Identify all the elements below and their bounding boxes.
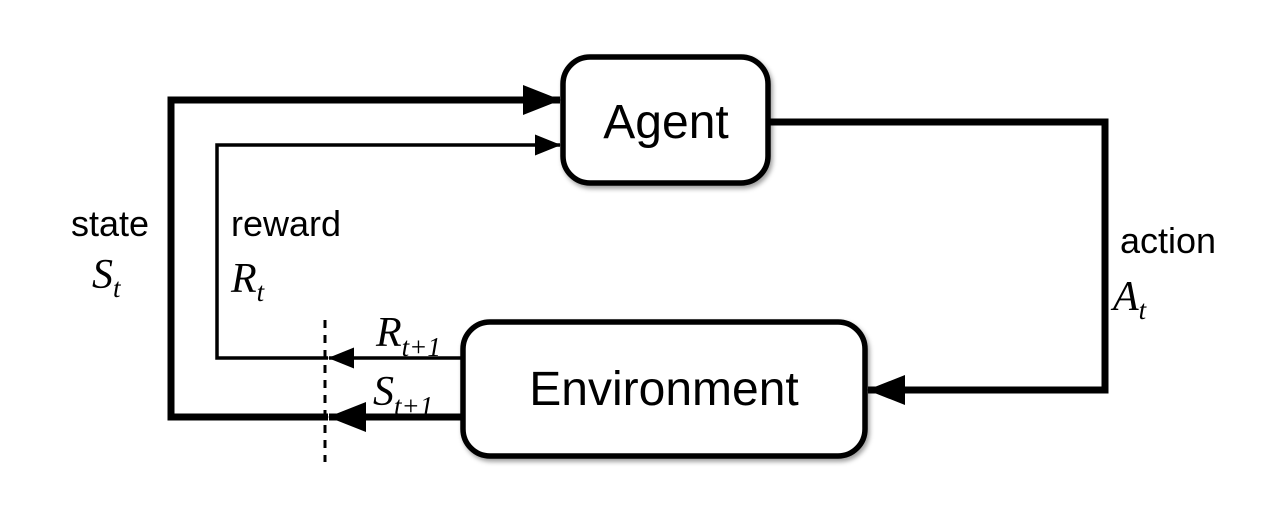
- reward-loop-arrow: [215, 134, 561, 360]
- reward-symbol: R: [230, 256, 257, 302]
- next-reward-symbol: R: [375, 310, 402, 356]
- next-state-symbol: S: [373, 369, 394, 415]
- next-reward-label: Rt+1: [375, 310, 441, 362]
- reward-subscript: t: [257, 277, 266, 307]
- state-subscript: t: [113, 273, 122, 303]
- agent-node: [560, 54, 771, 186]
- node-boxes: [460, 54, 868, 459]
- next-reward-subscript: t+1: [402, 332, 441, 362]
- reward-word-label: reward: [231, 203, 341, 244]
- next-state-label: St+1: [373, 369, 433, 421]
- action-symbol-label: At: [1110, 274, 1148, 325]
- action-subscript: t: [1139, 295, 1148, 325]
- action-symbol: A: [1110, 274, 1139, 320]
- state-word-label: state: [71, 203, 149, 244]
- connector-lines: [167, 85, 1109, 462]
- state-symbol-label: St: [92, 252, 122, 303]
- reward-symbol-label: Rt: [230, 256, 266, 307]
- diagram-labels: Agent Environment state St reward Rt act…: [71, 96, 1216, 421]
- agent-label: Agent: [603, 96, 728, 149]
- environment-label: Environment: [529, 363, 798, 416]
- environment-node: [460, 319, 868, 459]
- state-loop-arrow: [167, 85, 561, 421]
- action-word-label: action: [1120, 220, 1216, 261]
- state-symbol: S: [92, 252, 113, 298]
- action-arrow: [769, 118, 1109, 405]
- next-state-subscript: t+1: [394, 391, 433, 421]
